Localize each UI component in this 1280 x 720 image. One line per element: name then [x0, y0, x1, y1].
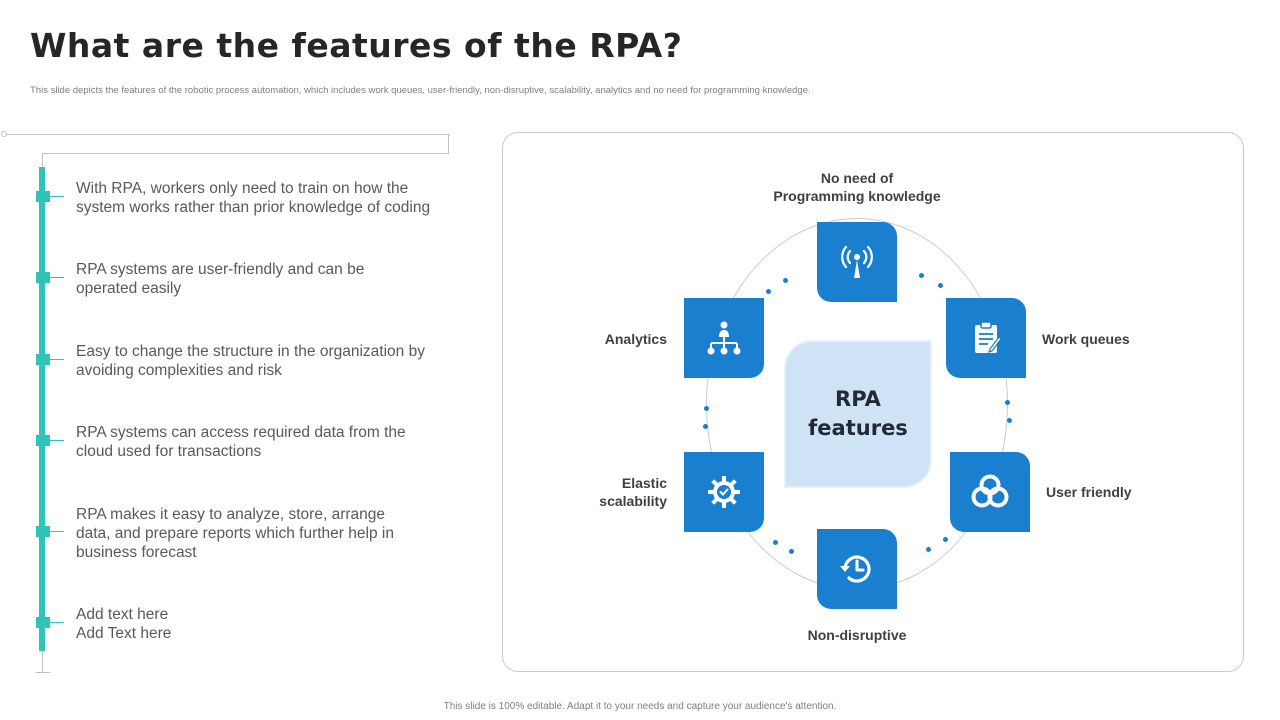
connector-dot [766, 289, 771, 294]
feature-tile-non-disruptive [817, 529, 897, 609]
feature-label-line: Work queues [1042, 331, 1130, 347]
timeline-item: RPA makes it easy to analyze, store, arr… [76, 505, 456, 562]
timeline-item: With RPA, workers only need to train on … [76, 179, 456, 217]
timeline-item-line: avoiding complexities and risk [76, 362, 282, 379]
timeline-item-line: operated easily [76, 280, 182, 297]
feature-label-line: User friendly [1046, 484, 1132, 500]
timeline-marker [36, 272, 64, 283]
timeline-start-dot [1, 131, 7, 137]
connector-dot [783, 278, 788, 283]
circles-icon [971, 474, 1009, 508]
feature-tile-work-queues [946, 298, 1026, 378]
history-clock-icon [840, 555, 871, 583]
page-title: What are the features of the RPA? [30, 26, 683, 65]
antenna-icon [841, 245, 873, 278]
timeline-item-line: RPA systems are user-friendly and can be [76, 261, 365, 278]
feature-tile-analytics [684, 298, 764, 378]
footer-note: This slide is 100% editable. Adapt it to… [443, 701, 837, 712]
feature-label-line: Analytics [604, 331, 667, 347]
timeline-marker [36, 354, 64, 365]
timeline-bracket [42, 134, 449, 154]
feature-label-elastic-scalability: Elastic scalability [560, 474, 667, 510]
hierarchy-icon [707, 321, 741, 355]
feature-tile-elastic-scalability [684, 452, 764, 532]
center-title: RPA [835, 387, 881, 411]
connector-dot [943, 537, 948, 542]
timeline-item-line: RPA makes it easy to analyze, store, arr… [76, 506, 386, 523]
timeline-item: RPA systems can access required data fro… [76, 423, 456, 461]
feature-label-line: Non-disruptive [807, 627, 907, 643]
feature-label-line: Programming knowledge [773, 188, 941, 204]
timeline-item: Easy to change the structure in the orga… [76, 342, 456, 380]
timeline-item-line: business forecast [76, 544, 197, 561]
timeline-item-line: data, and prepare reports which further … [76, 525, 394, 542]
timeline-item-line: Easy to change the structure in the orga… [76, 343, 425, 360]
connector-dot [704, 406, 709, 411]
connector-dot [938, 283, 943, 288]
timeline-bar [39, 167, 45, 651]
timeline-item-line: system works rather than prior knowledge… [76, 199, 431, 216]
timeline-item-line: Add Text here [76, 625, 172, 642]
features-panel [502, 132, 1244, 672]
page-subtitle: This slide depicts the features of the r… [30, 85, 811, 96]
feature-tile-programming [817, 222, 897, 302]
connector-dot [1005, 400, 1010, 405]
timeline-item-line: Add text here [76, 606, 169, 623]
timeline-item-line: With RPA, workers only need to train on … [76, 180, 409, 197]
feature-label-line: scalability [599, 493, 667, 509]
connector-dot [773, 540, 778, 545]
timeline-item-line: cloud used for transactions [76, 443, 262, 460]
feature-tile-user-friendly [950, 452, 1030, 532]
center-title: features [808, 416, 908, 440]
timeline-marker [36, 435, 64, 446]
feature-label-non-disruptive: Non-disruptive [777, 626, 937, 644]
connector-dot [703, 424, 708, 429]
timeline-item: Add text here Add Text here [76, 605, 456, 643]
connector-dot [926, 547, 931, 552]
timeline-marker [36, 617, 64, 628]
timeline-marker [36, 191, 64, 202]
gear-check-icon [708, 476, 740, 508]
feature-label-user-friendly: User friendly [1046, 483, 1166, 501]
connector-dot [1007, 418, 1012, 423]
timeline-item: RPA systems are user-friendly and can be… [76, 260, 456, 298]
center-rpa-features: RPA features [784, 340, 932, 488]
connector-dot [919, 273, 924, 278]
connector-dot [789, 549, 794, 554]
feature-label-work-queues: Work queues [1042, 330, 1162, 348]
clipboard-icon [975, 321, 1002, 353]
feature-label-analytics: Analytics [567, 330, 667, 348]
feature-label-programming: No need of Programming knowledge [760, 169, 954, 205]
timeline-item-line: RPA systems can access required data fro… [76, 424, 406, 441]
feature-label-line: Elastic [621, 475, 667, 491]
timeline-end-tick [36, 672, 50, 673]
timeline-marker [36, 526, 64, 537]
feature-label-line: No need of [820, 170, 894, 186]
